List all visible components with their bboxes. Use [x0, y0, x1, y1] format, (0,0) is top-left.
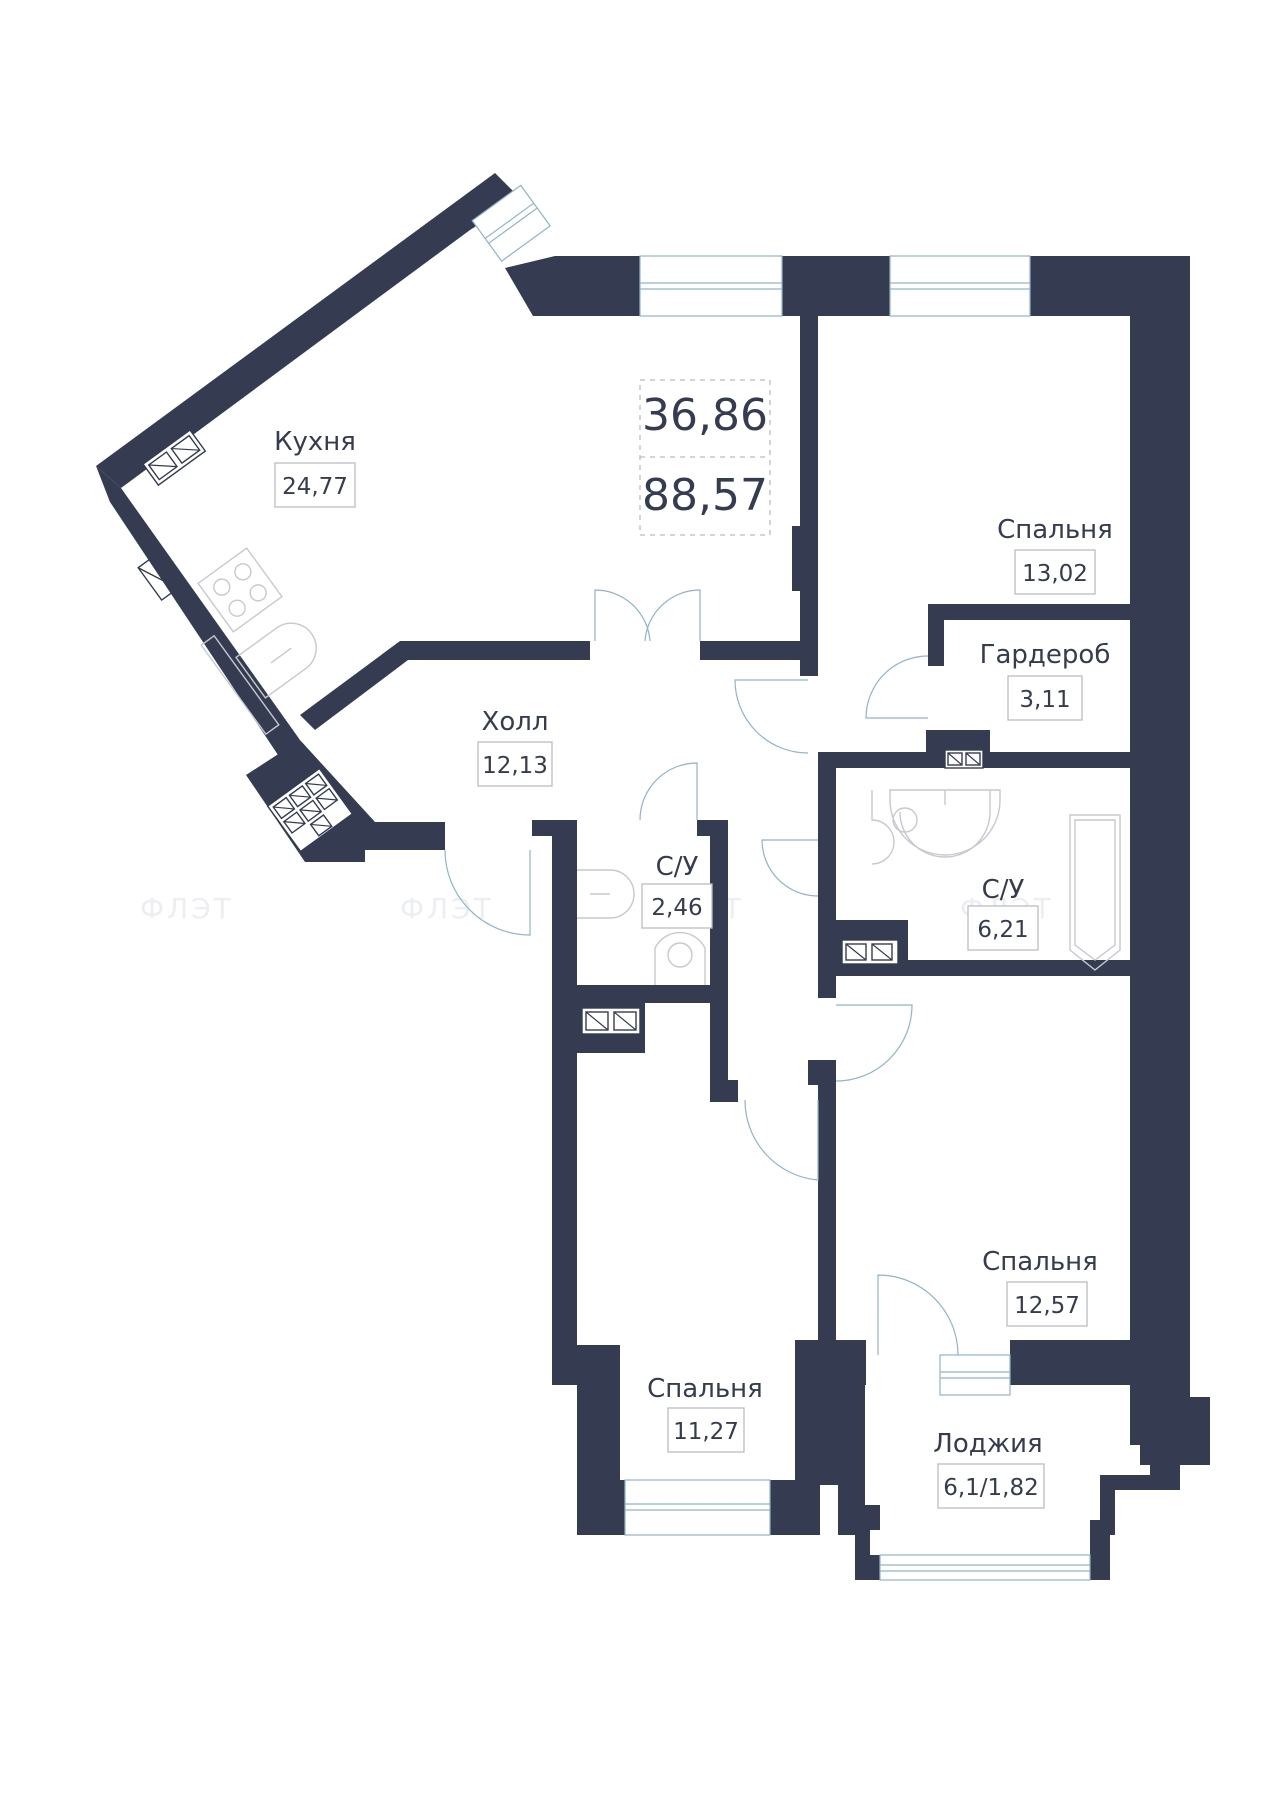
- bath-small-bottom-wall: [552, 985, 722, 1003]
- room-area: 2,46: [651, 895, 702, 921]
- fixtures: [137, 547, 1121, 985]
- loggia-wall: [838, 1385, 880, 1580]
- window: [624, 1479, 771, 1536]
- room-name: Спальня: [647, 1374, 763, 1404]
- watermark: ФЛЭТ: [140, 892, 234, 925]
- window: [889, 255, 1031, 317]
- room-label-bedroom-3: Спальня 11,27: [647, 1374, 763, 1453]
- counter-appliance: [137, 554, 179, 602]
- door-swing: [639, 762, 698, 821]
- room-name: Спальня: [997, 515, 1113, 545]
- watermark-group: ФЛЭТ ФЛЭТ ФЛЭТ ФЛЭТ: [140, 892, 1051, 925]
- bath-bottom-wall: [818, 960, 836, 998]
- room-area: 3,11: [1019, 687, 1070, 713]
- top-wall: [555, 256, 640, 316]
- room-name: С/У: [982, 875, 1025, 905]
- room-name: Лоджия: [933, 1429, 1042, 1459]
- bedroom-left-wall: [552, 820, 577, 1380]
- window: [639, 255, 783, 317]
- total-area: 88,57: [642, 470, 768, 521]
- sink-icon: [889, 789, 1001, 858]
- room-area: 6,21: [977, 917, 1028, 943]
- room-name: Гардероб: [980, 640, 1111, 670]
- room-area: 12,13: [482, 753, 548, 779]
- sink-icon: [235, 622, 317, 699]
- partition-wall: [800, 316, 818, 676]
- kitchen-bottom-wall: [700, 641, 804, 660]
- door-swing: [865, 655, 929, 719]
- total-area-box: 36,86 88,57: [639, 379, 771, 536]
- wardrobe-left-wall: [928, 604, 944, 666]
- door-swing: [744, 1099, 819, 1181]
- window: [879, 1554, 1091, 1581]
- corridor-right-wall: [808, 1060, 836, 1085]
- door-swing: [761, 839, 819, 897]
- room-area: 13,02: [1022, 561, 1088, 587]
- room-label-bedroom-1: Спальня 13,02: [997, 515, 1113, 595]
- top-wall: [782, 256, 890, 316]
- toilet-icon: [871, 790, 918, 865]
- corridor-right-wall: [818, 1070, 836, 1345]
- room-label-bathroom-small: С/У 2,46: [641, 852, 713, 929]
- bathtub-icon: [1069, 814, 1121, 971]
- counter: [200, 634, 280, 736]
- watermark: ФЛЭТ: [400, 892, 494, 925]
- vent-shaft-icon: [581, 1007, 641, 1035]
- room-area: 6,1/1,82: [943, 1475, 1039, 1501]
- bath-small-right-wall: [710, 820, 728, 1100]
- vent-shaft-icon: [944, 749, 984, 769]
- loggia-top-wall: [1010, 1340, 1190, 1385]
- windows: [471, 184, 1091, 1581]
- door-swing: [734, 679, 809, 754]
- bedroom-bottom-wall: [770, 1480, 820, 1535]
- room-label-bathroom-large: С/У 6,21: [967, 875, 1039, 951]
- room-label-hall: Холл 12,13: [477, 707, 553, 787]
- living-area: 36,86: [642, 390, 768, 441]
- vent-shaft-icon: [142, 429, 207, 487]
- bath-small-right-wall: [710, 1080, 738, 1102]
- loggia-wall: [1090, 1440, 1180, 1580]
- room-label-wardrobe: Гардероб 3,11: [980, 640, 1111, 721]
- kitchen-left-wall: [96, 466, 300, 758]
- stove-icon: [197, 547, 283, 633]
- window: [471, 184, 551, 262]
- room-area: 12,57: [1014, 1293, 1080, 1319]
- vent-shaft-icon: [266, 767, 354, 853]
- door-swing: [877, 1274, 959, 1356]
- partition-wall: [792, 526, 804, 591]
- wardrobe-top-wall: [928, 604, 1138, 620]
- bath-left-wall: [818, 768, 836, 920]
- kitchen-outer-wall: [96, 173, 520, 488]
- loggia-top-wall: [836, 1340, 866, 1385]
- room-label-loggia: Лоджия 6,1/1,82: [933, 1429, 1045, 1509]
- room-name: Кухня: [274, 427, 356, 457]
- vent-shaft-icon: [841, 939, 899, 965]
- toilet-icon: [654, 931, 706, 985]
- door-swing: [835, 1004, 913, 1082]
- window: [939, 1354, 1011, 1396]
- room-area: 11,27: [673, 1419, 739, 1445]
- door-swing: [594, 589, 701, 642]
- room-label-bedroom-2: Спальня 12,57: [982, 1247, 1098, 1327]
- kitchen-bottom-wall: [300, 641, 590, 730]
- bedroom-bottom-wall: [552, 1340, 625, 1535]
- right-outer-wall: [1130, 256, 1210, 1465]
- vent-shafts: [142, 429, 984, 1035]
- walls: [96, 173, 1210, 1580]
- room-name: С/У: [656, 852, 699, 882]
- room-label-kitchen: Кухня 24,77: [274, 427, 356, 508]
- room-name: Спальня: [982, 1247, 1098, 1277]
- room-area: 24,77: [282, 474, 348, 500]
- sink-icon: [577, 869, 635, 919]
- doors: [444, 589, 959, 1356]
- door-swing: [444, 849, 531, 936]
- room-name: Холл: [482, 707, 549, 737]
